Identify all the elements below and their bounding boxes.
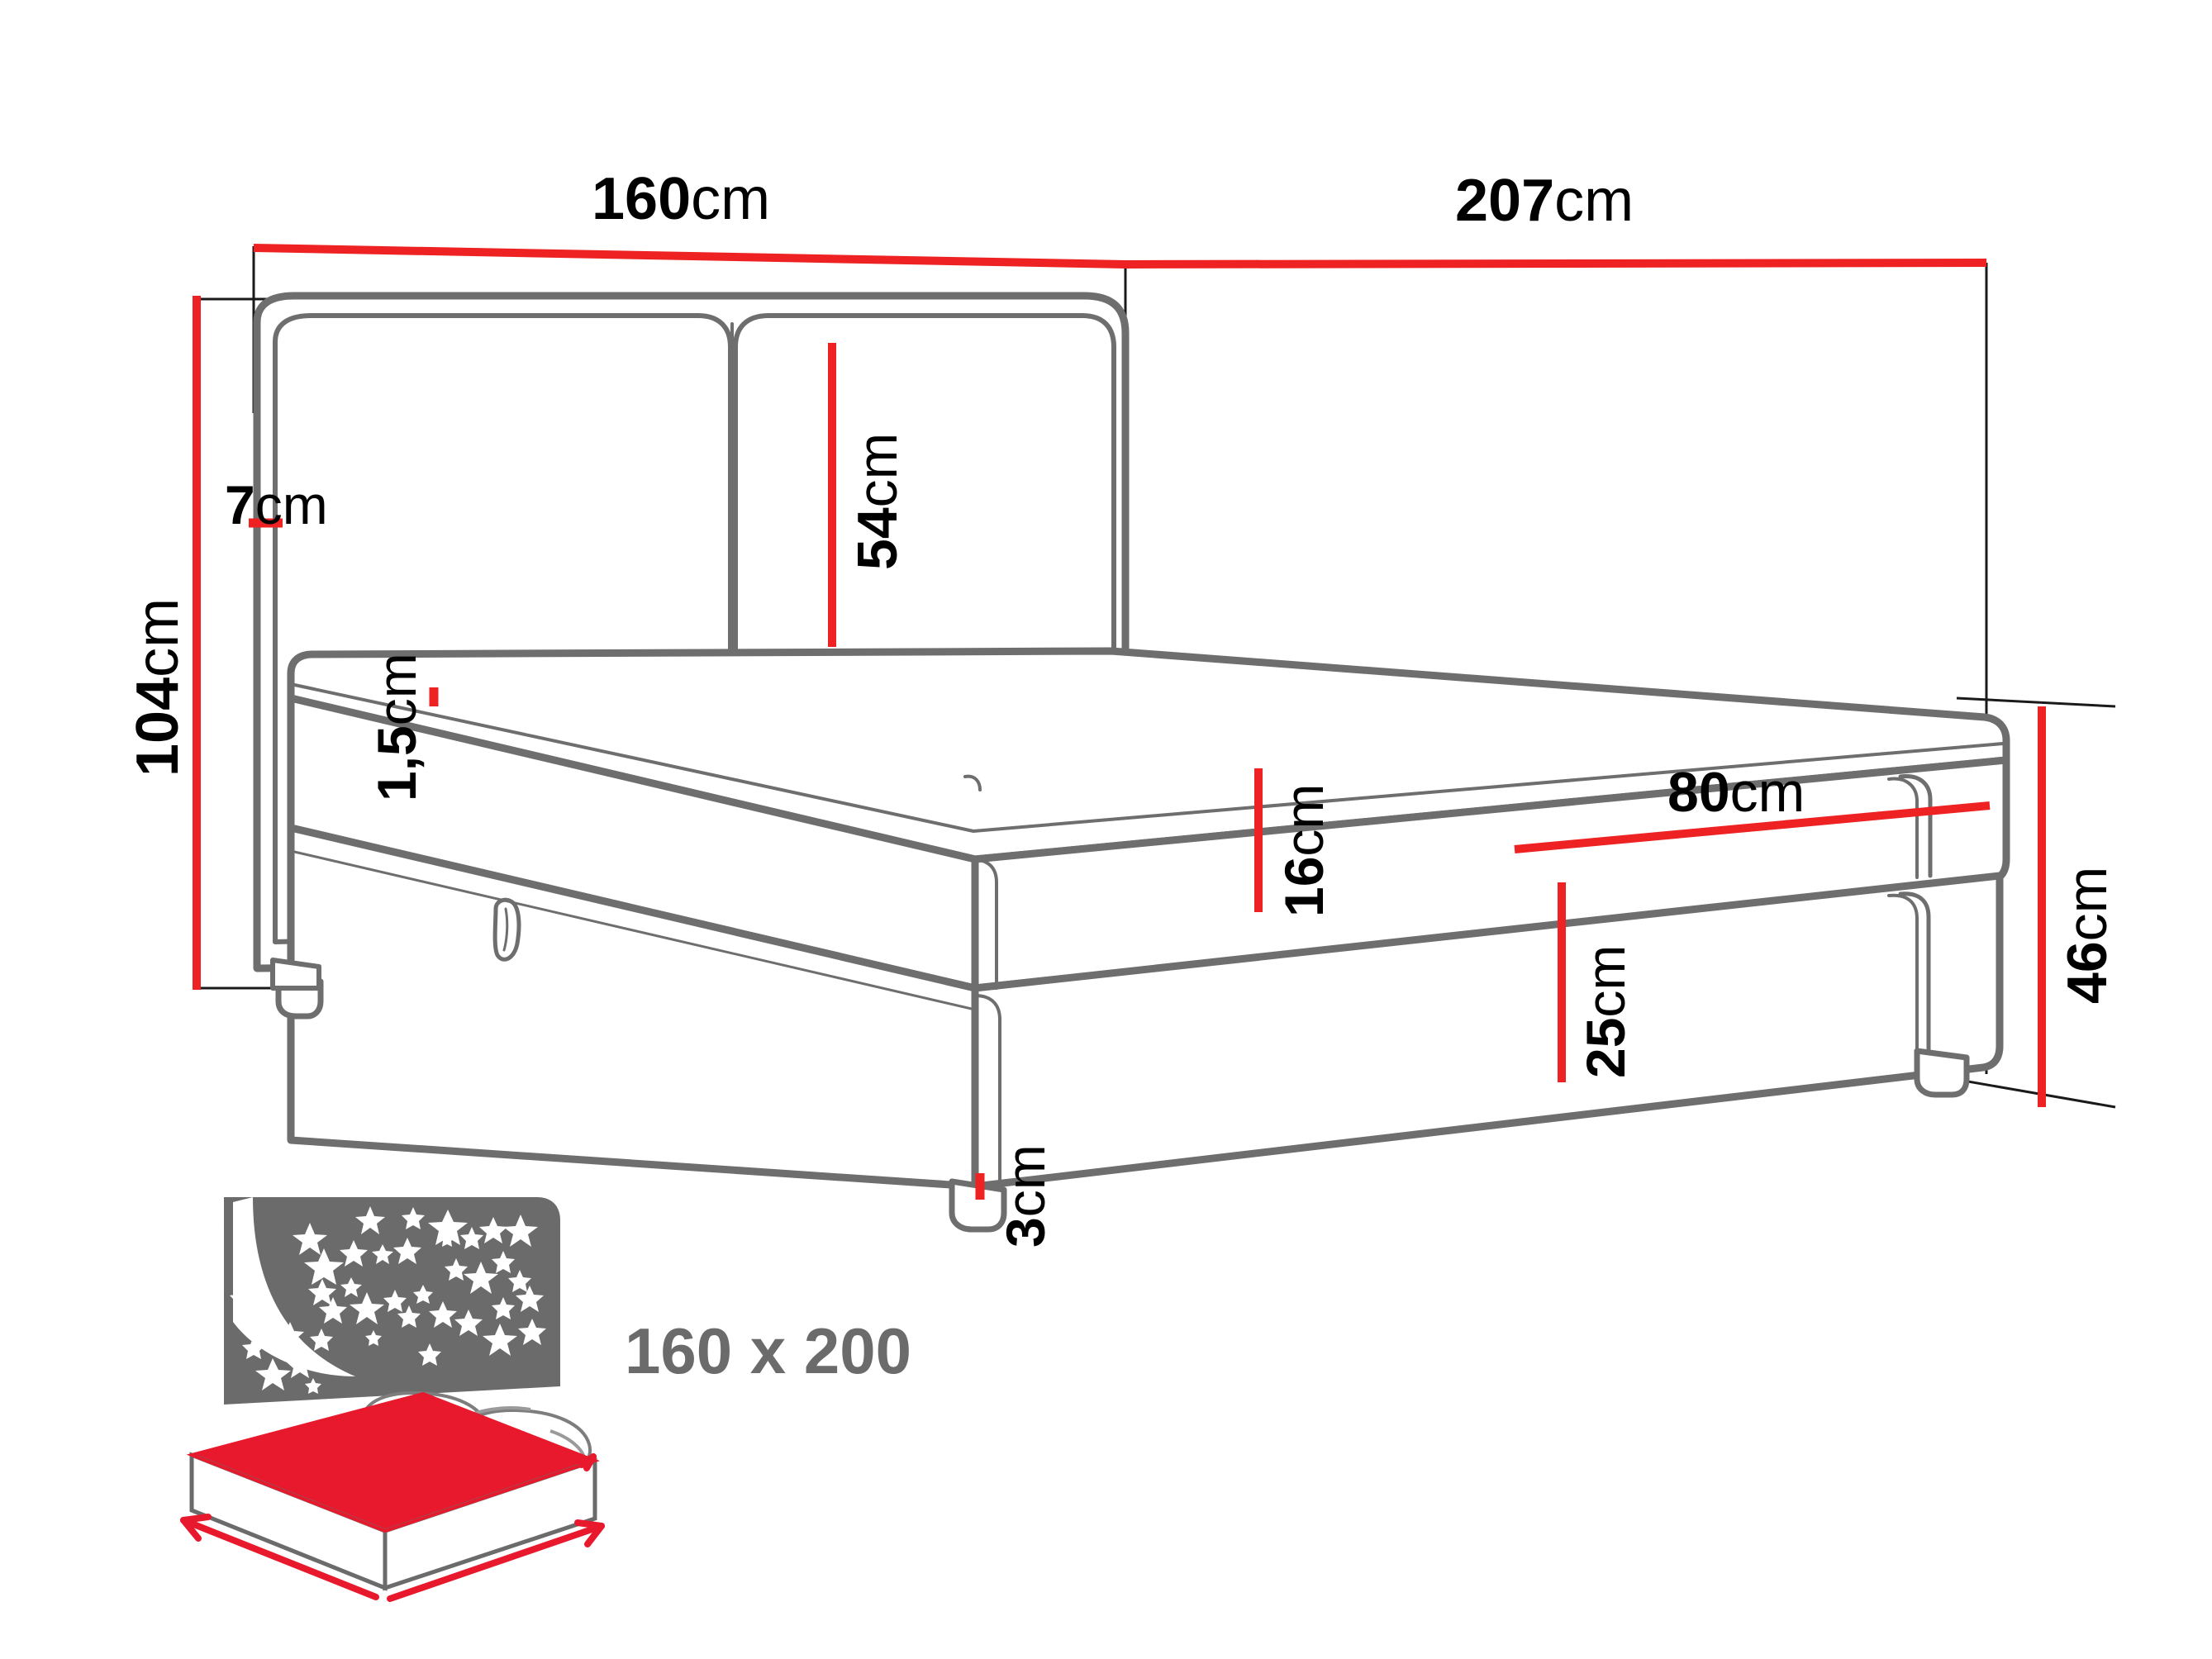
dim-line-207 [1125, 259, 1987, 269]
extension-line [1956, 696, 2116, 708]
dim-unit-7: cm [254, 474, 328, 535]
icon-moon-swoosh [233, 1197, 355, 1376]
dim-value-25: 25 [1575, 1017, 1636, 1078]
dim-value-46: 46 [2056, 941, 2119, 1004]
dim-unit-46: cm [2056, 866, 2119, 942]
dim-unit-25: cm [1575, 944, 1636, 1018]
base-handle-inner [502, 907, 509, 952]
dim-label-104: 104cm [125, 597, 191, 777]
dim-label-16: 16cm [1273, 784, 1334, 917]
icon-stars [230, 1206, 546, 1394]
dim-label-160: 160cm [592, 169, 770, 229]
dim-value-1-5: 1,5 [366, 725, 427, 801]
dim-value-160: 160 [592, 166, 692, 232]
mattress-night-icon [180, 1197, 605, 1602]
corner-seam-mattress [969, 858, 998, 990]
dim-unit-16: cm [1273, 783, 1334, 857]
corner-seam-base [973, 994, 1001, 1185]
dim-unit-1-5: cm [366, 653, 427, 726]
dimension-lines [193, 244, 2046, 1200]
dim-value-3: 3 [995, 1217, 1056, 1248]
icon-mattress-top [192, 1394, 595, 1531]
mattress-topper [287, 647, 2010, 863]
dim-label-3: 3cm [995, 1144, 1056, 1248]
dim-unit-160: cm [691, 166, 771, 232]
dim-value-54: 54 [846, 507, 909, 570]
dim-label-80: 80cm [1667, 764, 1805, 820]
leg-right [1914, 1048, 1970, 1098]
dim-value-16: 16 [1273, 856, 1334, 917]
mattress-corner-right [1898, 774, 1933, 878]
base-corner-right [1898, 891, 1931, 1052]
dim-line-80 [1514, 801, 1991, 853]
bed-base-box-right [971, 872, 2004, 1191]
mattress-size-label: 160 x 200 [625, 1314, 912, 1387]
topper-corner-detail [963, 774, 982, 791]
mattress-corner-right-2 [1887, 777, 1919, 879]
icon-mattress-top-outline [186, 1391, 600, 1533]
base-corner-right-2 [1887, 893, 1919, 1053]
dim-label-46: 46cm [2056, 867, 2119, 1004]
dim-unit-3: cm [995, 1144, 1056, 1218]
dim-label-25: 25cm [1575, 944, 1636, 1078]
dim-label-207: 207cm [1455, 171, 1634, 231]
dim-unit-207: cm [1554, 168, 1634, 234]
leg-headboard-left [270, 958, 321, 991]
dim-label-1-5: 1,5cm [366, 653, 427, 801]
base-front-seam [289, 849, 977, 1011]
dim-value-80: 80 [1667, 761, 1730, 824]
topper-edge [289, 682, 2005, 833]
dim-value-207: 207 [1455, 168, 1555, 234]
dim-label-7: 7cm [225, 478, 328, 532]
leg-front-center [949, 1178, 1007, 1233]
dim-unit-104: cm [125, 597, 191, 677]
dim-label-54: 54cm [846, 432, 909, 570]
icon-dimension-arrows [180, 1453, 605, 1602]
bed-outline [253, 292, 2010, 1233]
dim-line-160 [253, 244, 1126, 269]
dim-unit-54: cm [846, 432, 909, 508]
dim-value-104: 104 [125, 677, 191, 777]
dim-value-7: 7 [225, 474, 255, 535]
dim-unit-80: cm [1729, 761, 1805, 824]
